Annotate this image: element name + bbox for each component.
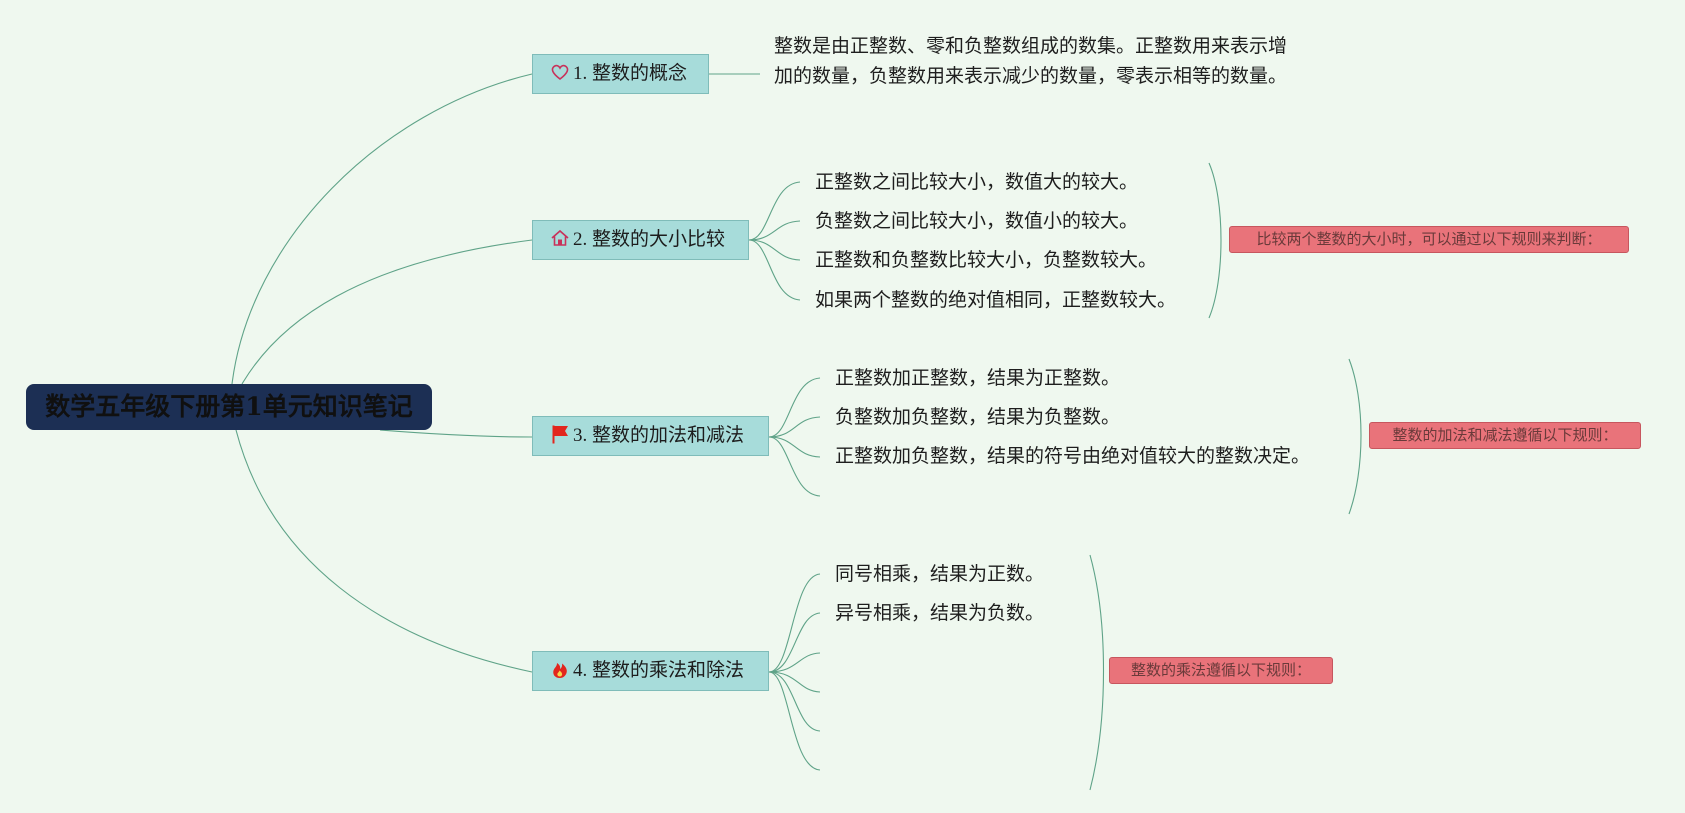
list-item: 异号相乘，结果为负数。 bbox=[835, 602, 1045, 624]
branch-integer-add-subtract[interactable]: 3. 整数的加法和减法 bbox=[532, 416, 769, 456]
list-item: 正整数和负整数比较大小，负整数较大。 bbox=[815, 249, 1158, 271]
list-item: 如果两个整数的绝对值相同，正整数较大。 bbox=[815, 289, 1177, 311]
list-item: 正整数加负整数，结果的符号由绝对值较大的整数决定。 bbox=[835, 445, 1311, 467]
list-item: 同号相乘，结果为正数。 bbox=[835, 563, 1045, 585]
connector-b4-item5 bbox=[768, 671, 821, 732]
connector-b3-item1 bbox=[768, 377, 821, 438]
branch-integer-concept[interactable]: 1. 整数的概念 bbox=[532, 54, 709, 94]
connector-b2-item2 bbox=[748, 220, 801, 241]
root-topic[interactable]: 数学五年级下册第1单元知识笔记 bbox=[26, 384, 432, 430]
connector-b4-item1 bbox=[768, 573, 821, 673]
heart-icon bbox=[549, 59, 571, 81]
flag-icon bbox=[549, 421, 571, 444]
connector-b2-item1 bbox=[748, 181, 801, 241]
connector-root-b2 bbox=[241, 239, 533, 385]
connector-root-b4 bbox=[235, 429, 533, 673]
list-item: 负整数之间比较大小，数值小的较大。 bbox=[815, 210, 1139, 232]
list-item: 正整数之间比较大小，数值大的较大。 bbox=[815, 171, 1139, 193]
connector-b3-item3 bbox=[768, 436, 821, 458]
list-item: 正整数加正整数，结果为正整数。 bbox=[835, 367, 1121, 389]
branch-1-description: 整数是由正整数、零和负整数组成的数集。正整数用来表示增加的数量，负整数用来表示减… bbox=[774, 35, 1288, 87]
branch-label: 1. 整数的概念 bbox=[573, 63, 688, 84]
connector-b3-item2 bbox=[768, 416, 821, 438]
branch-label: 3. 整数的加法和减法 bbox=[573, 425, 745, 446]
connector-b2-item3 bbox=[748, 239, 801, 261]
fire-icon bbox=[549, 656, 571, 678]
connector-root-b1 bbox=[231, 73, 533, 385]
summary-label[interactable]: 整数的加法和减法遵循以下规则： bbox=[1369, 422, 1641, 449]
summary-bracket-b2 bbox=[1208, 162, 1222, 319]
summary-bracket-b3 bbox=[1348, 358, 1362, 515]
connector-root-b3 bbox=[379, 429, 533, 438]
connector-b2-item4 bbox=[748, 239, 801, 301]
connector-b4-item6 bbox=[768, 671, 821, 771]
list-item: 负整数加负整数，结果为负整数。 bbox=[835, 406, 1121, 428]
connector-b4-item3 bbox=[768, 652, 821, 673]
summary-label[interactable]: 整数的乘法遵循以下规则： bbox=[1109, 657, 1333, 684]
home-icon bbox=[549, 225, 571, 247]
branch-integer-multiply-divide[interactable]: 4. 整数的乘法和除法 bbox=[532, 651, 769, 691]
branch-label: 2. 整数的大小比较 bbox=[573, 229, 726, 250]
branch-integer-comparison[interactable]: 2. 整数的大小比较 bbox=[532, 220, 749, 260]
branch-label: 4. 整数的乘法和除法 bbox=[573, 660, 745, 681]
connector-b4-item2 bbox=[768, 612, 821, 673]
summary-label[interactable]: 比较两个整数的大小时，可以通过以下规则来判断： bbox=[1229, 226, 1629, 253]
connector-b4-item4 bbox=[768, 671, 821, 693]
summary-bracket-b4 bbox=[1089, 554, 1105, 791]
connector-b3-item4 bbox=[768, 436, 821, 497]
